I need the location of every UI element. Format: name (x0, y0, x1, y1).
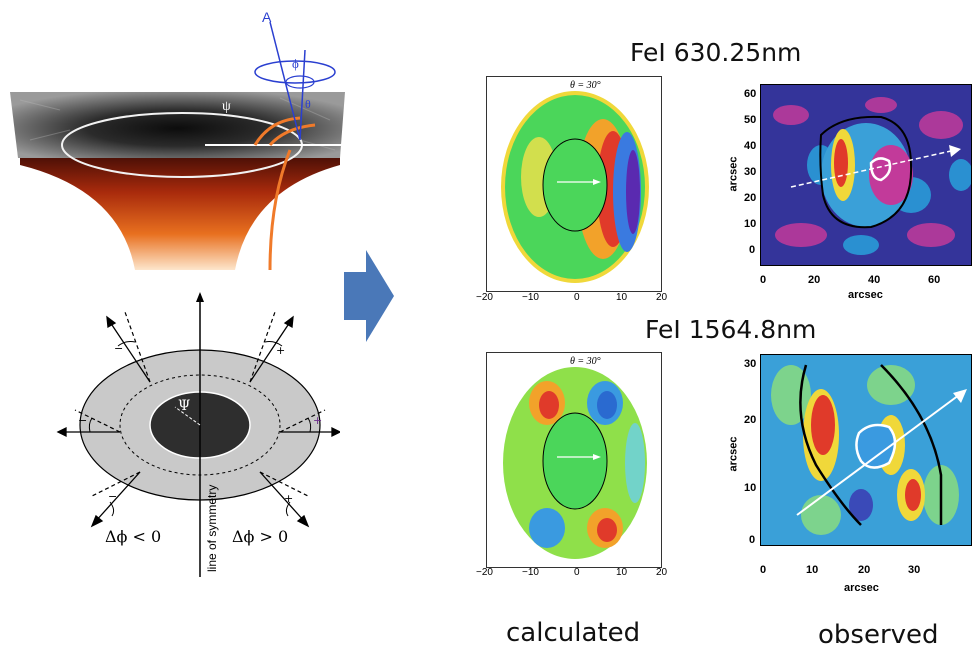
y-tick: 40 (744, 140, 757, 152)
obs-top-ylabel: arcsec (727, 156, 740, 192)
x-tick: 10 (616, 567, 628, 578)
x-tick: 20 (656, 567, 668, 578)
condition-left: Δϕ < 0 (105, 527, 161, 546)
flux-tube-illustration: A ϕ θ ψ (10, 9, 345, 271)
obs-bottom-xlabel: arcsec (844, 582, 879, 594)
y-tick: 50 (744, 114, 757, 126)
x-tick: 60 (928, 274, 941, 286)
calc-plot-top (486, 76, 662, 292)
x-tick: −20 (476, 567, 493, 578)
obs-top-xticks: 0 20 40 60 (760, 274, 970, 288)
axis-label-a: A (262, 9, 272, 25)
x-tick: 20 (858, 564, 871, 576)
y-tick: 10 (744, 482, 757, 494)
sign-minus-left: − (78, 414, 87, 427)
x-tick: −10 (522, 292, 539, 303)
theta-label: θ (305, 97, 311, 111)
y-tick: 10 (744, 218, 757, 230)
x-tick: 20 (656, 292, 668, 303)
y-tick: 20 (744, 414, 757, 426)
photosphere-plane (10, 92, 345, 158)
symmetry-diagram: Ψ − + − + − + line of symmetry Δϕ < 0 Δϕ… (56, 292, 340, 577)
calc-bottom-xticks: −20 −10 0 10 20 (476, 567, 676, 581)
x-tick: 0 (574, 292, 580, 303)
sign-minus-top: − (114, 342, 123, 355)
observed-plot-bottom (760, 354, 972, 546)
x-tick: 10 (616, 292, 628, 303)
title-fe1564: FeI 1564.8nm (645, 315, 817, 344)
condition-right: Δϕ > 0 (232, 527, 288, 546)
y-tick: 20 (744, 192, 757, 204)
calc-plot-bottom (486, 352, 662, 568)
x-tick: 0 (760, 274, 767, 286)
caption-calculated: calculated (506, 618, 641, 648)
obs-top-yticks: 60 50 40 30 20 10 0 (744, 88, 758, 268)
obs-bottom-ylabel: arcsec (727, 436, 740, 472)
y-tick: 30 (744, 358, 757, 370)
x-tick: 40 (868, 274, 881, 286)
obs-bottom-yticks: 30 20 10 0 (744, 358, 758, 548)
x-tick: 30 (908, 564, 921, 576)
title-fe630: FeI 630.25nm (630, 38, 802, 67)
obs-top-xlabel: arcsec (848, 289, 883, 300)
transition-arrow (344, 250, 394, 342)
sign-plus-bottom: + (284, 492, 293, 505)
caption-observed: observed (818, 620, 939, 650)
x-tick: 20 (808, 274, 821, 286)
y-tick: 60 (744, 88, 757, 100)
x-tick: 0 (574, 567, 580, 578)
phi-label: ϕ (292, 56, 299, 71)
observed-plot-top (760, 84, 972, 266)
obs-bottom-xticks: 0 10 20 30 (760, 564, 970, 578)
x-tick: 0 (760, 564, 767, 576)
x-tick: −20 (476, 292, 493, 303)
calc-top-theta: θ = 30° (570, 80, 601, 91)
sign-minus-bottom: − (108, 490, 117, 503)
y-tick: 0 (749, 534, 756, 546)
y-tick: 30 (744, 166, 757, 178)
calc-bottom-theta: θ = 30° (570, 356, 601, 367)
psi-label: ψ (222, 99, 231, 114)
y-tick: 0 (749, 244, 756, 256)
sign-plus-top: + (276, 344, 285, 357)
sign-plus-right: + (313, 414, 322, 427)
x-tick: −10 (522, 567, 539, 578)
diagram-psi-label: Ψ (178, 398, 190, 414)
x-tick: 10 (806, 564, 819, 576)
los-axis (269, 21, 301, 141)
calc-top-xticks: −20 −10 0 10 20 (476, 292, 676, 306)
line-of-symmetry-label: line of symmetry (205, 485, 219, 572)
